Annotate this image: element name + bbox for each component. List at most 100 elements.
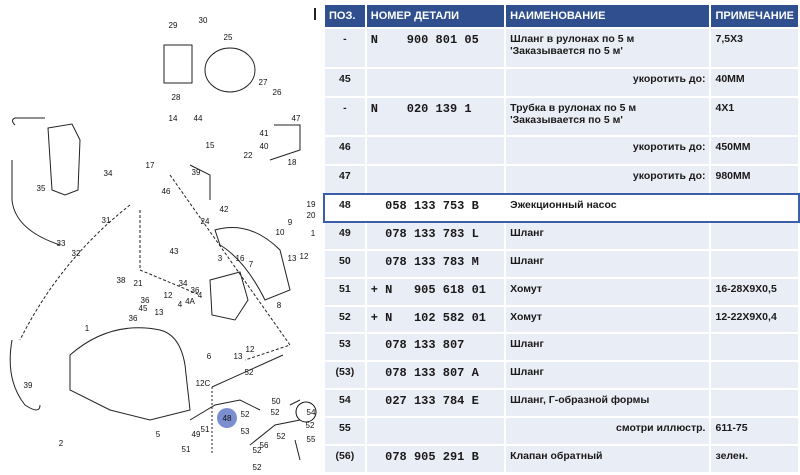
diagram-label: 19 — [307, 200, 316, 209]
diagram-label: 43 — [170, 247, 179, 256]
name-line: Шланг — [510, 255, 544, 267]
diagram-label: 31 — [102, 216, 111, 225]
dashed-line — [19, 174, 291, 361]
diagram-label: 51 — [201, 425, 210, 434]
table-header: ПОЗ. НОМЕР ДЕТАЛИ НАИМЕНОВАНИЕ ПРИМЕЧАНИ… — [325, 5, 798, 27]
diagram-label: 14 — [169, 114, 178, 123]
diagram-label: 26 — [273, 88, 282, 97]
cell-name: Шланг — [506, 334, 710, 360]
diagram-label: 1 — [85, 324, 90, 333]
diagram-label: 47 — [292, 114, 301, 123]
reservoir-sphere — [204, 47, 256, 93]
cell-pos: 50 — [325, 251, 365, 277]
hose-left — [11, 117, 61, 246]
diagram-label: 39 — [192, 168, 201, 177]
diagram-label: 29 — [169, 21, 178, 30]
cell-name: Шланг — [506, 223, 710, 249]
cell-note: 12-22X9X0,4 — [711, 307, 798, 332]
diagram-label: 13 — [155, 308, 164, 317]
cell-pos: 54 — [325, 390, 365, 416]
diagram-label: 6 — [207, 352, 212, 361]
diagram-label: 51 — [182, 445, 191, 454]
diagram-label: 9 — [288, 218, 293, 227]
cell-pos: 46 — [325, 137, 365, 164]
diagram-label: 54 — [307, 408, 316, 417]
cell-note — [711, 390, 798, 416]
name-line: Шланг — [510, 366, 544, 378]
name-line: укоротить до: — [632, 73, 706, 85]
cell-number: 058 133 753 B — [366, 195, 505, 221]
diagram-label: 35 — [37, 184, 46, 193]
cell-note — [711, 223, 798, 249]
cell-pos: (56) — [325, 446, 365, 472]
diagram-label: 5 — [156, 430, 161, 439]
cell-number: 078 133 807 A — [366, 362, 505, 388]
header-pos: ПОЗ. — [325, 5, 365, 27]
name-line: укоротить до: — [632, 170, 706, 182]
cell-name: укоротить до: — [506, 166, 710, 193]
diagram-label: 38 — [117, 276, 126, 285]
diagram-label: 34 — [104, 169, 113, 178]
cell-note — [711, 362, 798, 388]
diagram-label: 52 — [271, 408, 280, 417]
cell-pos: 48 — [325, 195, 365, 221]
cell-name: Хомут — [506, 279, 710, 305]
diagram-label: 55 — [307, 435, 316, 444]
diagram-label: 10 — [276, 228, 285, 237]
cell-note: 40MM — [711, 69, 798, 96]
cell-name: Эжекционный насос — [506, 195, 710, 221]
throttle-body — [209, 271, 249, 321]
cell-number: 078 905 291 B — [366, 446, 505, 472]
cell-note — [711, 334, 798, 360]
diagram-label: 52 — [253, 463, 262, 472]
diagram-label: 32 — [72, 249, 81, 258]
diagram-label: 27 — [259, 78, 268, 87]
parts-table: ПОЗ. НОМЕР ДЕТАЛИ НАИМЕНОВАНИЕ ПРИМЕЧАНИ… — [323, 3, 800, 474]
cell-note: 16-28X9X0,5 — [711, 279, 798, 305]
cell-number: 027 133 784 E — [366, 390, 505, 416]
cell-number: N 020 139 1 — [366, 98, 505, 135]
cell-pos: 47 — [325, 166, 365, 193]
diagram-label: 1 — [311, 229, 316, 238]
diagram-label: 30 — [199, 16, 208, 25]
bottom-hoses — [189, 399, 301, 461]
cell-note: 450MM — [711, 137, 798, 164]
diagram-label: 40 — [260, 142, 269, 151]
intake-manifold — [69, 327, 191, 421]
cell-name: Клапан обратный — [506, 446, 710, 472]
diagram-label: 52 — [306, 421, 315, 430]
diagram-label: 17 — [146, 161, 155, 170]
cell-number: + N 102 582 01 — [366, 307, 505, 332]
diagram-label: 12C — [196, 379, 211, 388]
diagram-label: 24 — [201, 217, 210, 226]
name-line: Клапан обратный — [510, 450, 603, 462]
diagram-label: 45 — [139, 304, 148, 313]
name-line: Шланг в рулонах по 5 м — [510, 33, 635, 45]
cell-number: 078 133 783 L — [366, 223, 505, 249]
diagram-label: 36 — [129, 314, 138, 323]
diagram-label: 21 — [134, 279, 143, 288]
diagram-label: 56 — [260, 441, 269, 450]
name-note-line: 'Заказывается по 5 м' — [510, 114, 623, 126]
hose-right — [189, 124, 301, 200]
highlight-marker-48[interactable] — [217, 408, 237, 428]
diagram-label: 4 — [178, 300, 183, 309]
bracket — [163, 44, 193, 84]
diagram-label: 33 — [57, 239, 66, 248]
cell-pos: 55 — [325, 418, 365, 444]
